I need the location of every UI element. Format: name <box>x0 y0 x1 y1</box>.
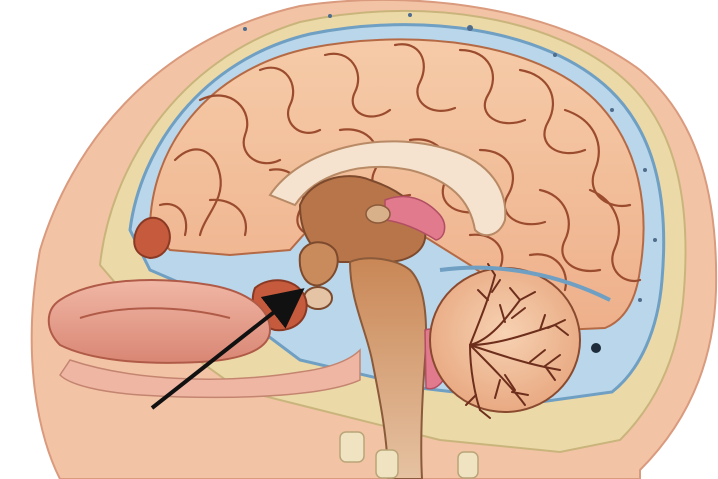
corpus-callosum <box>268 140 507 237</box>
nasal-turbinate <box>79 307 231 319</box>
frontal-sinus <box>133 216 171 260</box>
meningeal-dots <box>243 13 657 353</box>
hypothalamus <box>298 241 339 287</box>
cerebrum <box>148 38 645 332</box>
arbor-vitae <box>465 263 569 419</box>
pituitary-gland <box>303 286 333 310</box>
brainstem <box>348 257 428 479</box>
choroid-plexus <box>384 195 446 241</box>
pineal-gland <box>365 204 391 224</box>
tentorium <box>439 265 611 302</box>
pointer-arrow <box>150 288 305 410</box>
vertebrae <box>339 431 479 479</box>
nasal-cavity <box>47 279 272 364</box>
palate <box>59 348 361 399</box>
